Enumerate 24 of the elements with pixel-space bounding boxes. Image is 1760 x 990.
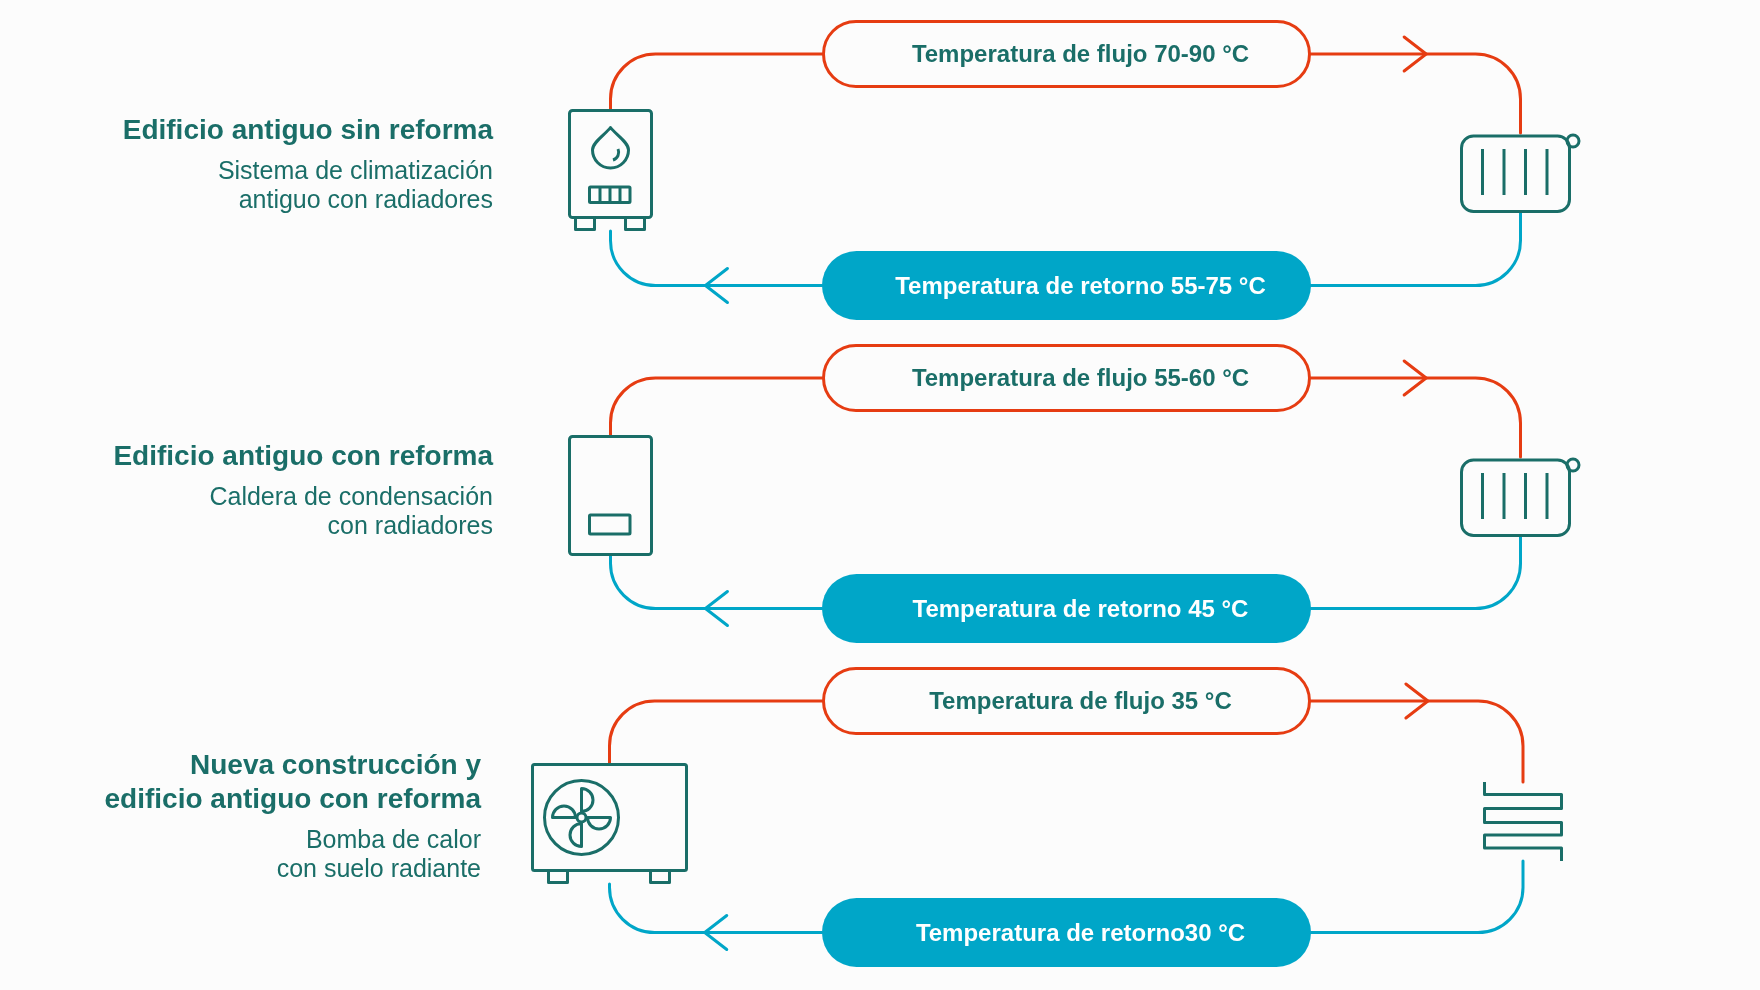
section-heading: Nueva construcción y edificio antiguo con reforma: [103, 748, 481, 816]
connector-line: [1309, 859, 1525, 934]
return-temperature-label: Temperatura de retorno 55-75 °C: [822, 251, 1311, 320]
connector-line: [609, 52, 824, 111]
flow-temperature-label: Temperatura de flujo 35 °C: [822, 667, 1311, 735]
connector-line: [609, 376, 824, 437]
radiator-icon: [1460, 457, 1581, 537]
condensing-boiler-icon: [568, 435, 653, 556]
heat-pump-icon: [531, 763, 688, 884]
boiler-icon: [568, 109, 653, 231]
underfloor-heating-icon: [1483, 782, 1563, 861]
return-temperature-label: Temperatura de retorno30 °C: [822, 898, 1311, 967]
flow-temperature-label: Temperatura de flujo 55-60 °C: [822, 344, 1311, 412]
connector-line: [608, 699, 824, 765]
connector-line: [1309, 535, 1522, 610]
description-text: Bomba de calor con suelo radiante: [275, 825, 481, 883]
return-temperature-label: Temperatura de retorno 45 °C: [822, 574, 1311, 643]
description-text: Sistema de climatización antiguo con radiadores: [216, 156, 493, 214]
section-heading: Edificio antiguo con reforma: [113, 439, 493, 473]
description-text: Caldera de condensación con radiadores: [208, 482, 493, 540]
section-heading: Edificio antiguo sin reforma: [122, 113, 493, 147]
flow-temperature-label: Temperatura de flujo 70-90 °C: [822, 20, 1311, 88]
radiator-icon: [1460, 133, 1581, 213]
connector-line: [1309, 211, 1522, 287]
